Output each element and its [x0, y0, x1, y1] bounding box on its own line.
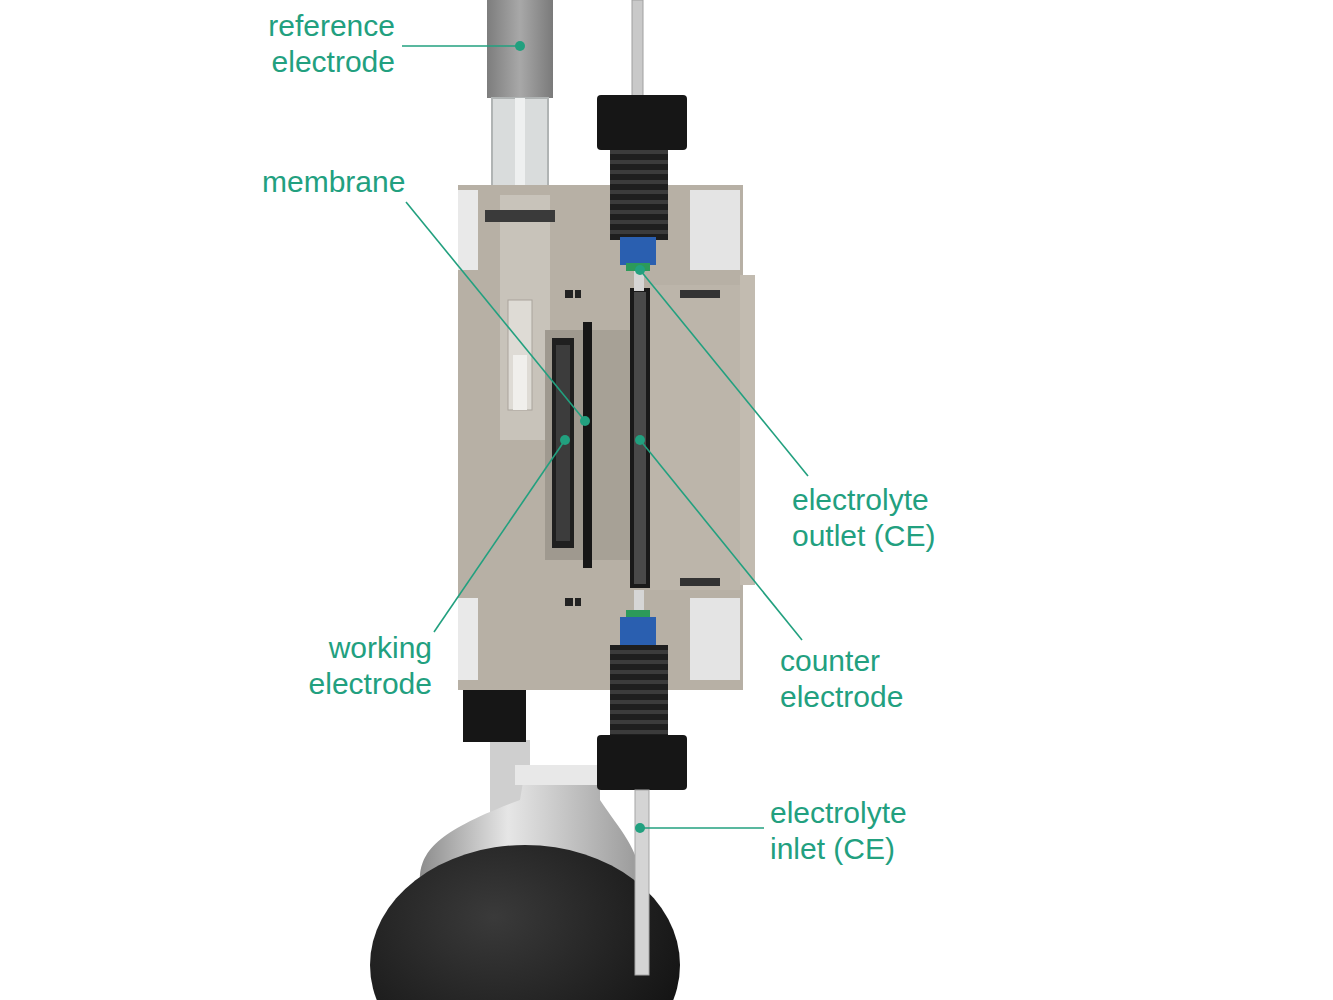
callout-label: electrolyte inlet (CE) [770, 795, 970, 867]
callout-label: reference electrode [195, 8, 395, 80]
callout-label: membrane [262, 164, 522, 200]
callout-label: working electrode [232, 630, 432, 702]
callout-label: counter electrode [780, 643, 980, 715]
callout-label: electrolyte outlet (CE) [792, 482, 992, 554]
